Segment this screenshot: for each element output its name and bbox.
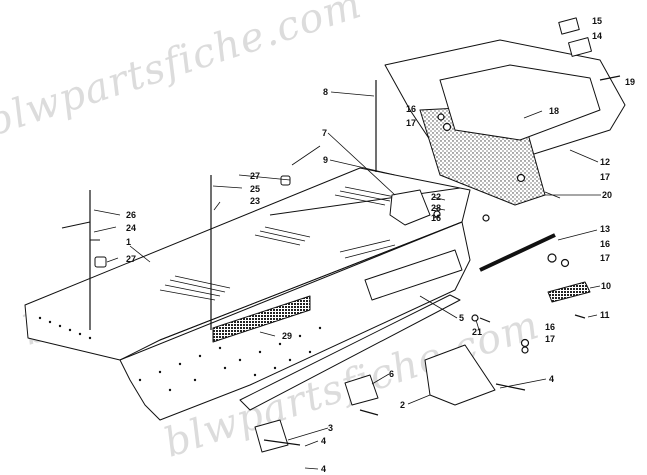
callout-16b: 16 xyxy=(431,213,441,223)
callout-15: 15 xyxy=(592,16,602,26)
callout-13: 13 xyxy=(600,224,610,234)
callout-12: 12 xyxy=(600,157,610,167)
callout-27b: 27 xyxy=(126,254,136,264)
callout-25: 25 xyxy=(250,184,260,194)
callout-8: 8 xyxy=(323,87,328,97)
part-27-cap-a xyxy=(280,175,291,186)
callout-11: 11 xyxy=(600,310,610,320)
part-14-decal xyxy=(568,37,592,57)
callout-28: 28 xyxy=(431,203,441,213)
callout-10: 10 xyxy=(601,281,611,291)
callout-4a: 4 xyxy=(549,374,554,384)
callout-4b: 4 xyxy=(321,436,326,446)
callout-labels: 1 2 3 4 4 4 5 6 7 8 9 10 11 12 13 14 15 … xyxy=(126,16,635,474)
part-24-bracket xyxy=(61,221,100,241)
callout-19: 19 xyxy=(625,77,635,87)
part-13-brace-rod xyxy=(479,233,556,272)
part-27-cap-b xyxy=(94,256,107,268)
callout-24: 24 xyxy=(126,223,136,233)
callout-18: 18 xyxy=(549,106,559,116)
callout-2: 2 xyxy=(400,400,405,410)
part-10-pad xyxy=(547,281,591,303)
leader-lines xyxy=(93,91,601,470)
callout-14: 14 xyxy=(592,31,602,41)
part-12-bumper-inner xyxy=(439,64,601,141)
callout-4c: 4 xyxy=(321,464,326,474)
tunnel-side-rail xyxy=(239,294,461,411)
part-7-fuel-tank-mount xyxy=(389,189,431,226)
callout-20: 20 xyxy=(602,190,612,200)
callout-27a: 27 xyxy=(250,171,260,181)
callout-16c: 16 xyxy=(600,239,610,249)
callout-22: 22 xyxy=(431,192,441,202)
watermark-text-1: blwpartsfiche.com xyxy=(0,0,367,146)
callout-17d: 17 xyxy=(545,334,555,344)
part-5-skid-plate xyxy=(364,249,463,301)
callout-26: 26 xyxy=(126,210,136,220)
part-6-plate xyxy=(344,374,379,406)
part-15-decal xyxy=(558,17,580,35)
callout-6: 6 xyxy=(389,369,394,379)
callout-16a: 16 xyxy=(406,104,416,114)
tunnel-fold-line xyxy=(159,221,463,341)
part-2-bracket xyxy=(424,344,496,406)
callout-7: 7 xyxy=(322,128,327,138)
tunnel-rivets xyxy=(38,316,322,392)
part-3-plate xyxy=(254,419,289,453)
callout-29: 29 xyxy=(282,331,292,341)
callout-3: 3 xyxy=(328,423,333,433)
callout-17c: 17 xyxy=(600,253,610,263)
callout-17a: 17 xyxy=(406,118,416,128)
fasteners xyxy=(89,75,621,446)
callout-17b: 17 xyxy=(600,172,610,182)
part-29-mesh-strip xyxy=(212,295,311,343)
tunnel-hatching xyxy=(159,186,396,301)
callout-5: 5 xyxy=(459,313,464,323)
callout-1: 1 xyxy=(126,237,131,247)
tunnel-top-edge xyxy=(269,187,461,216)
callout-9: 9 xyxy=(323,155,328,165)
callout-21: 21 xyxy=(472,327,482,337)
callout-16d: 16 xyxy=(545,322,555,332)
callout-23: 23 xyxy=(250,196,260,206)
tunnel-side-panel xyxy=(119,221,471,421)
